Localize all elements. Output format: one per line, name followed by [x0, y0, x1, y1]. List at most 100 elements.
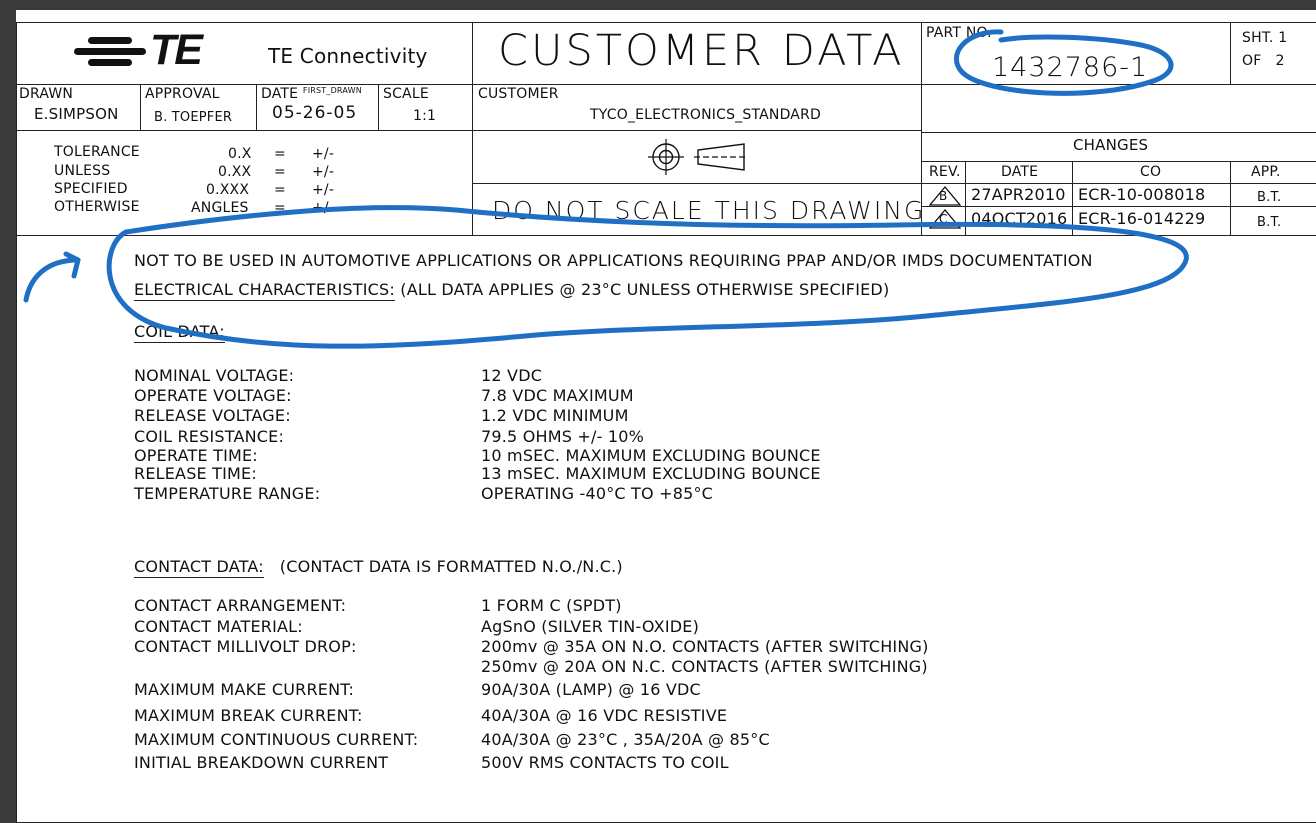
contact-row-value: 250mv @ 20A ON N.C. CONTACTS (AFTER SWIT… — [481, 657, 928, 676]
coil-row-label: OPERATE VOLTAGE: — [134, 386, 292, 405]
contact-row-label: MAXIMUM CONTINUOUS CURRENT: — [134, 730, 419, 749]
customer-label: CUSTOMER — [478, 86, 559, 102]
contact-row-value: 200mv @ 35A ON N.O. CONTACTS (AFTER SWIT… — [481, 637, 929, 656]
rule — [965, 161, 967, 235]
contact-row-value: 1 FORM C (SPDT) — [481, 596, 622, 615]
border-top — [16, 22, 1316, 24]
rule — [921, 132, 1316, 134]
approval-label: APPROVAL — [145, 86, 220, 102]
change-date: 04OCT2016 — [971, 209, 1068, 228]
part-number: 1432786-1 — [992, 52, 1149, 83]
contact-data-heading-line: CONTACT DATA: (CONTACT DATA IS FORMATTED… — [134, 557, 623, 578]
drawn-label: DRAWN — [19, 86, 74, 102]
change-rev: B — [939, 189, 948, 203]
notes-circle-annotation — [106, 205, 1189, 349]
tolerance-label: TOLERANCE — [54, 144, 140, 160]
arrow-annotation — [23, 257, 81, 303]
of-label: OF — [1242, 53, 1262, 69]
change-rev: C — [939, 212, 948, 226]
tolerance-eq: = — [274, 164, 286, 180]
tolerance-value: +/- — [312, 164, 335, 180]
coil-row-value: 12 VDC — [481, 366, 543, 385]
rule — [378, 84, 380, 130]
rule — [921, 183, 1316, 185]
approved-by: B. TOEPFER — [154, 110, 233, 125]
sheet-label: SHT. 1 — [1242, 31, 1287, 45]
company-name: TE Connectivity — [268, 44, 428, 68]
tolerance-value: +/- — [312, 146, 335, 162]
coil-row-value: OPERATING -40°C TO +85°C — [481, 484, 714, 503]
rule — [1072, 161, 1074, 235]
tolerance-key: 0.X — [228, 146, 252, 162]
date-label: DATE FIRST_DRAWN — [261, 86, 362, 102]
sheet-label-text: SHT. — [1242, 30, 1274, 46]
drawn-date: 05-26-05 — [272, 103, 358, 123]
contact-row-value: 40A/30A @ 23°C , 35A/20A @ 85°C — [481, 730, 770, 749]
changes-header-app: APP. — [1251, 164, 1281, 180]
coil-row-value: 79.5 OHMS +/- 10% — [481, 427, 645, 446]
sheet-number: 1 — [1278, 30, 1288, 46]
rule — [16, 84, 1316, 86]
tolerance-value: +/- — [312, 200, 335, 216]
contact-heading: CONTACT DATA: — [134, 557, 264, 578]
change-app: B.T. — [1257, 215, 1282, 230]
electrical-heading: ELECTRICAL CHARACTERISTICS: — [134, 280, 395, 301]
rule — [140, 84, 142, 130]
contact-row-label: CONTACT MILLIVOLT DROP: — [134, 637, 357, 656]
tolerance-value: +/- — [312, 182, 335, 198]
tolerance-eq: = — [274, 146, 286, 162]
part-no-label: PART NO. — [926, 25, 992, 41]
change-date: 27APR2010 — [971, 185, 1066, 204]
arrow-head-annotation — [63, 251, 81, 279]
border-left — [16, 22, 18, 822]
coil-data-heading-line: COIL DATA: — [134, 322, 225, 343]
rule — [921, 22, 923, 235]
coil-heading: COIL DATA: — [134, 322, 225, 343]
tolerance-eq: = — [274, 200, 286, 216]
contact-row-label: INITIAL BREAKDOWN CURRENT — [134, 753, 389, 772]
do-not-scale-note: DO NOT SCALE THIS DRAWING — [492, 196, 926, 225]
sheet-total: 2 — [1275, 53, 1285, 69]
rule — [472, 22, 474, 235]
rule — [256, 84, 258, 130]
tolerance-label: SPECIFIED — [54, 181, 128, 197]
coil-row-value: 7.8 VDC MAXIMUM — [481, 386, 634, 405]
coil-row-label: RELEASE TIME: — [134, 464, 257, 483]
te-logo-text: TE — [150, 26, 203, 74]
changes-header-rev: REV. — [929, 164, 961, 180]
drawing-sheet: TE TE Connectivity CUSTOMER DATA PART NO… — [16, 10, 1316, 823]
rule — [1230, 161, 1232, 235]
coil-row-label: COIL RESISTANCE: — [134, 427, 285, 446]
changes-header-co: CO — [1140, 164, 1162, 180]
changes-label: CHANGES — [1073, 136, 1149, 154]
changes-header-date: DATE — [1001, 164, 1039, 180]
drawn-by: E.SIMPSON — [34, 105, 119, 123]
rule — [1230, 22, 1232, 84]
rule — [921, 206, 1316, 208]
change-app: B.T. — [1257, 190, 1282, 205]
change-co: ECR-10-008018 — [1078, 185, 1206, 204]
coil-row-label: NOMINAL VOLTAGE: — [134, 366, 295, 385]
change-co: ECR-16-014229 — [1078, 209, 1206, 228]
date-tag: FIRST_DRAWN — [302, 86, 362, 95]
rule — [921, 161, 1316, 163]
rule — [472, 183, 921, 185]
projection-symbol-icon — [648, 139, 748, 175]
revision-triangle-icon — [929, 186, 961, 206]
customer-name: TYCO_ELECTRONICS_STANDARD — [590, 107, 821, 123]
contact-row-value: 40A/30A @ 16 VDC RESISTIVE — [481, 706, 728, 725]
contact-row-label: CONTACT ARRANGEMENT: — [134, 596, 347, 615]
coil-row-value: 1.2 VDC MINIMUM — [481, 406, 629, 425]
rule — [16, 235, 1316, 237]
contact-row-value: 500V RMS CONTACTS TO COIL — [481, 753, 729, 772]
contact-note: (CONTACT DATA IS FORMATTED N.O./N.C.) — [279, 557, 623, 576]
scale-value: 1:1 — [413, 108, 437, 124]
scale-label: SCALE — [383, 86, 429, 102]
sheet-of: OF 2 — [1242, 54, 1285, 68]
contact-row-label: MAXIMUM MAKE CURRENT: — [134, 680, 355, 699]
tolerance-key: 0.XXX — [206, 182, 250, 198]
coil-row-value: 13 mSEC. MAXIMUM EXCLUDING BOUNCE — [481, 464, 821, 483]
coil-row-label: RELEASE VOLTAGE: — [134, 406, 291, 425]
tolerance-key: 0.XX — [218, 164, 252, 180]
contact-row-value: AgSnO (SILVER TIN-OXIDE) — [481, 617, 700, 636]
